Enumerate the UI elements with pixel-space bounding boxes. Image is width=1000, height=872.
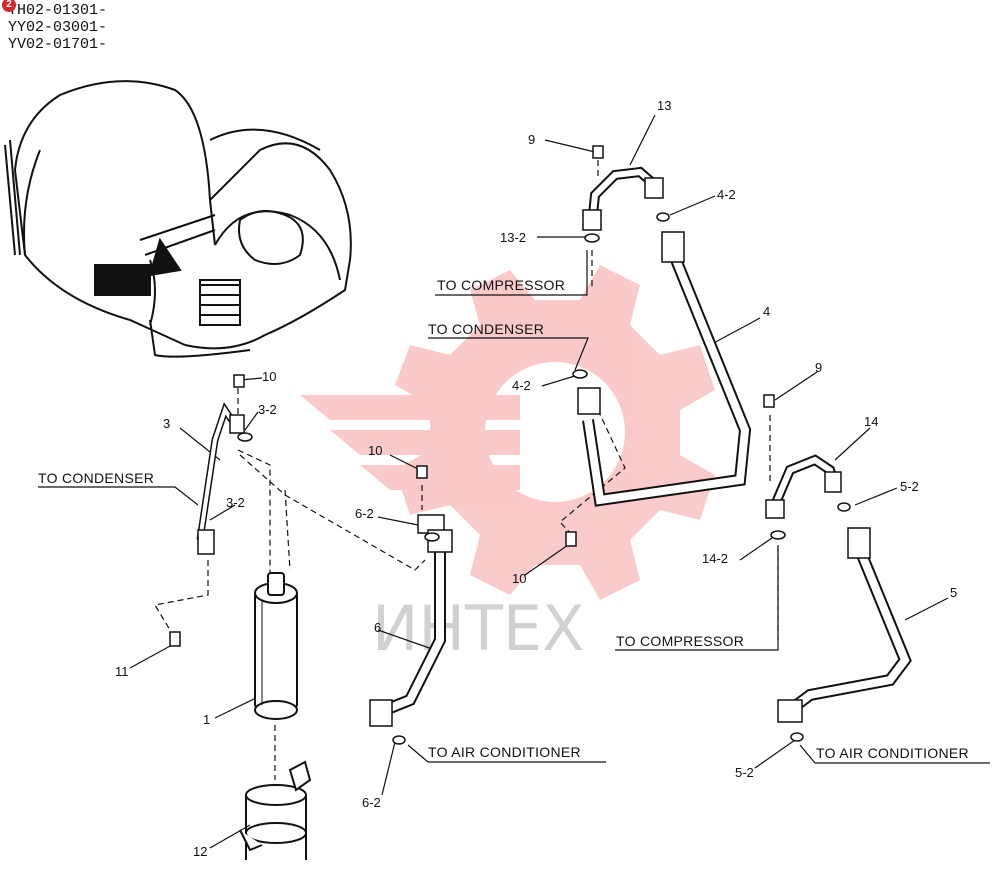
serial-numbers: 2 YH02-01301- YY02-03001- YV02-01701- [2, 0, 108, 53]
bolt-11 [169, 631, 181, 647]
dest-compressor-top: TO COMPRESSOR [437, 277, 565, 293]
label-14-2: 14-2 [702, 551, 728, 566]
destination-leaders [38, 250, 990, 764]
o-ring-6-2-top [424, 532, 440, 542]
watermark-gear-icon [300, 265, 715, 600]
label-6: 6 [374, 620, 381, 635]
pipe-14 [765, 454, 842, 519]
serial-2: YY02-03001- [8, 19, 108, 36]
hose-4 [577, 231, 752, 507]
label-10-mid: 10 [368, 443, 382, 458]
dest-condenser-right: TO CONDENSER [428, 321, 544, 337]
dest-air-conditioner-right: TO AIR CONDITIONER [816, 745, 969, 761]
label-10-lower: 10 [512, 571, 526, 586]
bolt-9-top [592, 145, 604, 159]
label-5-2-bottom: 5-2 [735, 765, 754, 780]
pipe-13 [582, 166, 664, 231]
label-3: 3 [163, 416, 170, 431]
o-ring-4-2-top [656, 212, 670, 222]
label-3-2-top: 3-2 [258, 402, 277, 417]
leader-lines [129, 114, 949, 849]
hose-6 [369, 514, 453, 727]
o-ring-5-2-bottom [790, 732, 804, 742]
label-5: 5 [950, 585, 957, 600]
label-5-2-top: 5-2 [900, 479, 919, 494]
dest-air-conditioner-left: TO AIR CONDITIONER [428, 744, 581, 760]
dest-condenser-left: TO CONDENSER [38, 470, 154, 486]
o-ring-13-2 [584, 233, 600, 243]
bolt-9-right [763, 394, 775, 408]
label-13: 13 [657, 98, 671, 113]
part-labels: 13 9 4-2 13-2 4 10 3-2 3 9 14 10 6-2 3-2… [115, 98, 957, 859]
serial-3: YV02-01701- [8, 36, 108, 53]
receiver-drier [254, 572, 298, 720]
serial-1: YH02-01301- [8, 2, 108, 19]
destination-labels: TO COMPRESSOR TO CONDENSER TO CONDENSER … [38, 277, 969, 761]
label-9-right: 9 [815, 360, 822, 375]
pipe-3 [196, 402, 245, 555]
o-ring-6-2-bottom [392, 735, 406, 745]
page-badge: 2 [2, 0, 16, 12]
label-10-left: 10 [262, 369, 276, 384]
bolt-10-lower [565, 531, 577, 547]
label-12: 12 [193, 844, 207, 859]
o-ring-5-2-top [837, 502, 851, 512]
dest-compressor-bottom: TO COMPRESSOR [616, 633, 744, 649]
fasteners [169, 145, 851, 745]
label-4-2-top: 4-2 [717, 187, 736, 202]
hose-5 [777, 527, 912, 723]
label-11: 11 [115, 664, 129, 679]
bolt-10-left [233, 374, 245, 388]
label-6-2-bottom: 6-2 [362, 795, 381, 810]
label-6-2-top: 6-2 [355, 506, 374, 521]
bracket [239, 760, 312, 860]
o-ring-4-2-mid [572, 369, 588, 379]
watermark-text: ИНТЕХ [372, 592, 585, 665]
label-14: 14 [864, 414, 878, 429]
label-3-2-bottom: 3-2 [226, 495, 245, 510]
o-ring-3-2-top [237, 432, 253, 442]
label-4-2-mid: 4-2 [512, 378, 531, 393]
bolt-10-mid [416, 465, 428, 479]
label-1: 1 [203, 712, 210, 727]
label-13-2: 13-2 [500, 230, 526, 245]
machine-cab-sketch [4, 80, 352, 358]
label-9-top: 9 [528, 132, 535, 147]
o-ring-14-2 [770, 530, 786, 540]
label-4: 4 [763, 304, 770, 319]
